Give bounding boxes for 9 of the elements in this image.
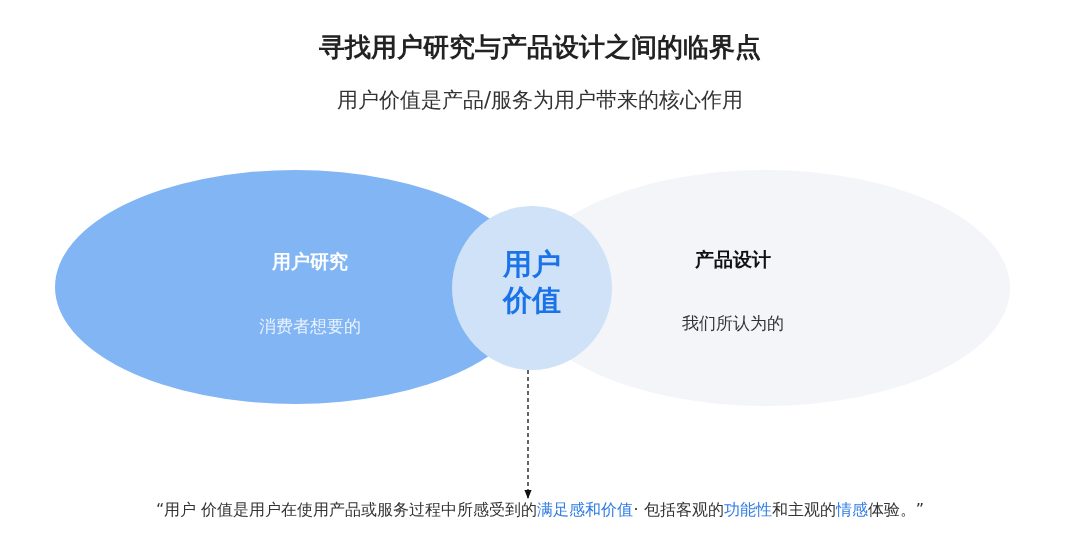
subtitle: 用户价值是产品/服务为用户带来的核心作用 (336, 87, 744, 114)
quote-text: “用户 价值是用户在使用产品或服务过程中所感受到的满足感和价值· 包括客观的功能性和主观的情感体验。” (156, 500, 924, 521)
title: 寻找用户研究与产品设计之间的临界点 (319, 31, 761, 64)
node-text: 消费者想要的 (259, 316, 361, 337)
dashed-arrow (524, 369, 532, 499)
node-heading: 产品设计 (694, 248, 771, 271)
node-heading: 用户价值 (501, 246, 562, 319)
node-text: 我们所认为的 (681, 313, 784, 334)
node-heading: 用户研究 (272, 250, 348, 273)
